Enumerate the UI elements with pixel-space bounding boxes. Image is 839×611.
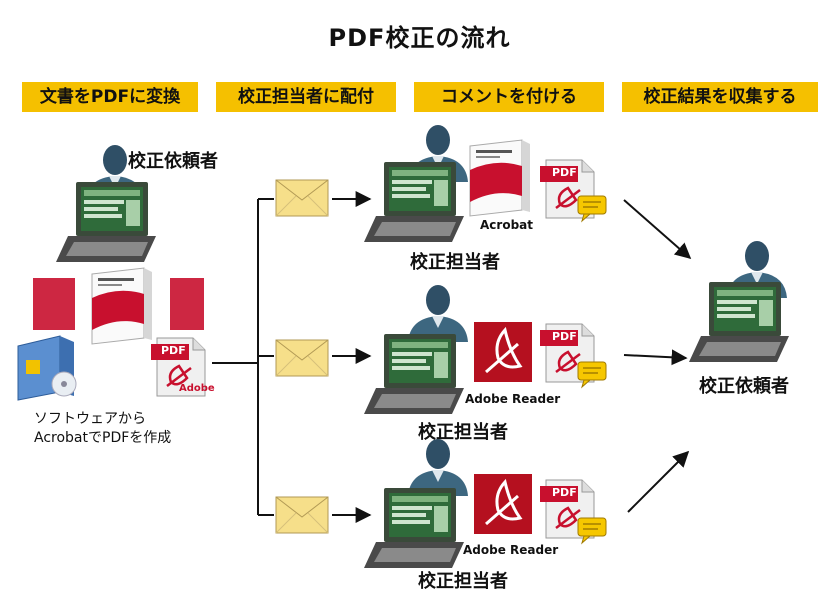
comment-bubble-icon bbox=[577, 361, 607, 388]
pdf-tag: PDF bbox=[552, 486, 577, 499]
step-distribute: 校正担当者に配付 bbox=[216, 82, 396, 112]
software-icons bbox=[17, 267, 204, 401]
comment-bubble-icon bbox=[577, 517, 607, 544]
acrobat-box-icon bbox=[469, 139, 531, 217]
collect-arrow bbox=[623, 199, 692, 260]
envelope-icon bbox=[275, 179, 329, 217]
step-comment: コメントを付ける bbox=[414, 82, 604, 112]
reviewer-label: 校正担当者 bbox=[418, 422, 508, 443]
creation-caption-line1: ソフトウェアから bbox=[34, 411, 146, 427]
envelope-icon bbox=[275, 496, 329, 534]
step-convert: 文書をPDFに変換 bbox=[22, 82, 198, 112]
pdf-tag: PDF bbox=[552, 330, 577, 343]
adobe-reader-label: Adobe Reader bbox=[465, 392, 561, 406]
adobe-reader-icon bbox=[472, 320, 534, 384]
pdf-tag: PDF bbox=[161, 344, 186, 357]
acrobat-label: Acrobat bbox=[480, 218, 533, 232]
adobe-reader-label: Adobe Reader bbox=[463, 543, 559, 557]
reviewer-figure bbox=[364, 439, 468, 568]
collect-arrow bbox=[623, 349, 688, 366]
collector-figure bbox=[689, 241, 789, 362]
reviewer-figure bbox=[364, 125, 468, 242]
reviewer-label: 校正担当者 bbox=[418, 571, 508, 592]
envelope-icon bbox=[275, 339, 329, 377]
requester-label: 校正依頼者 bbox=[128, 151, 218, 172]
adobe-reader-icon bbox=[472, 472, 534, 536]
collector-label: 校正依頼者 bbox=[699, 376, 789, 397]
distribution-lines bbox=[212, 198, 274, 516]
page-title: PDF校正の流れ bbox=[328, 24, 511, 52]
creation-caption-line2: AcrobatでPDFを作成 bbox=[34, 430, 172, 446]
pdf-tag: PDF bbox=[552, 166, 577, 179]
reviewer-label: 校正担当者 bbox=[410, 252, 500, 273]
reviewer-figure bbox=[364, 285, 468, 414]
adobe-tag: Adobe bbox=[179, 383, 215, 394]
collect-arrow bbox=[627, 450, 690, 513]
step-collect: 校正結果を収集する bbox=[622, 82, 818, 112]
